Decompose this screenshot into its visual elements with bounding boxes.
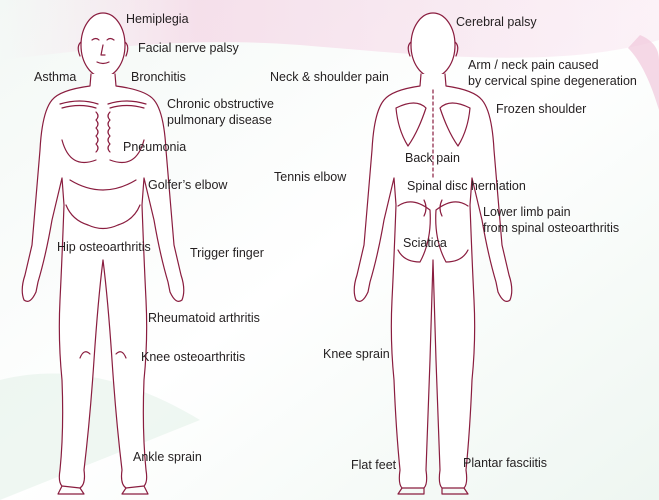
label-hip-osteoarthritis: Hip osteoarthritis [57,240,151,254]
label-copd-line1: Chronic obstructive [167,97,274,111]
label-arm-neck-pain-line1: Arm / neck pain caused [468,58,599,72]
label-trigger-finger: Trigger finger [190,246,264,260]
label-sciatica: Sciatica [403,236,447,250]
label-asthma: Asthma [34,70,76,84]
label-arm-neck-pain-line2: by cervical spine degeneration [468,74,637,88]
label-plantar-fasciitis: Plantar fasciitis [463,456,547,470]
label-bronchitis: Bronchitis [131,70,186,84]
label-copd-line2: pulmonary disease [167,113,272,127]
label-tennis-elbow: Tennis elbow [274,170,346,184]
label-lower-limb-pain-line1: Lower limb pain [483,205,571,219]
label-neck-shoulder-pain: Neck & shoulder pain [270,70,389,84]
label-knee-sprain: Knee sprain [323,347,390,361]
label-pneumonia: Pneumonia [123,140,186,154]
label-rheumatoid-arthritis: Rheumatoid arthritis [148,311,260,325]
label-golfers-elbow: Golfer’s elbow [148,178,227,192]
label-spinal-disc-herniation: Spinal disc herniation [407,179,526,193]
label-cerebral-palsy: Cerebral palsy [456,15,537,29]
label-flat-feet: Flat feet [351,458,396,472]
label-frozen-shoulder: Frozen shoulder [496,102,586,116]
label-facial-nerve-palsy: Facial nerve palsy [138,41,239,55]
label-hemiplegia: Hemiplegia [126,12,189,26]
label-ankle-sprain: Ankle sprain [133,450,202,464]
label-back-pain: Back pain [405,151,460,165]
label-lower-limb-pain-line2: from spinal osteoarthritis [483,221,619,235]
label-knee-osteoarthritis: Knee osteoarthritis [141,350,245,364]
